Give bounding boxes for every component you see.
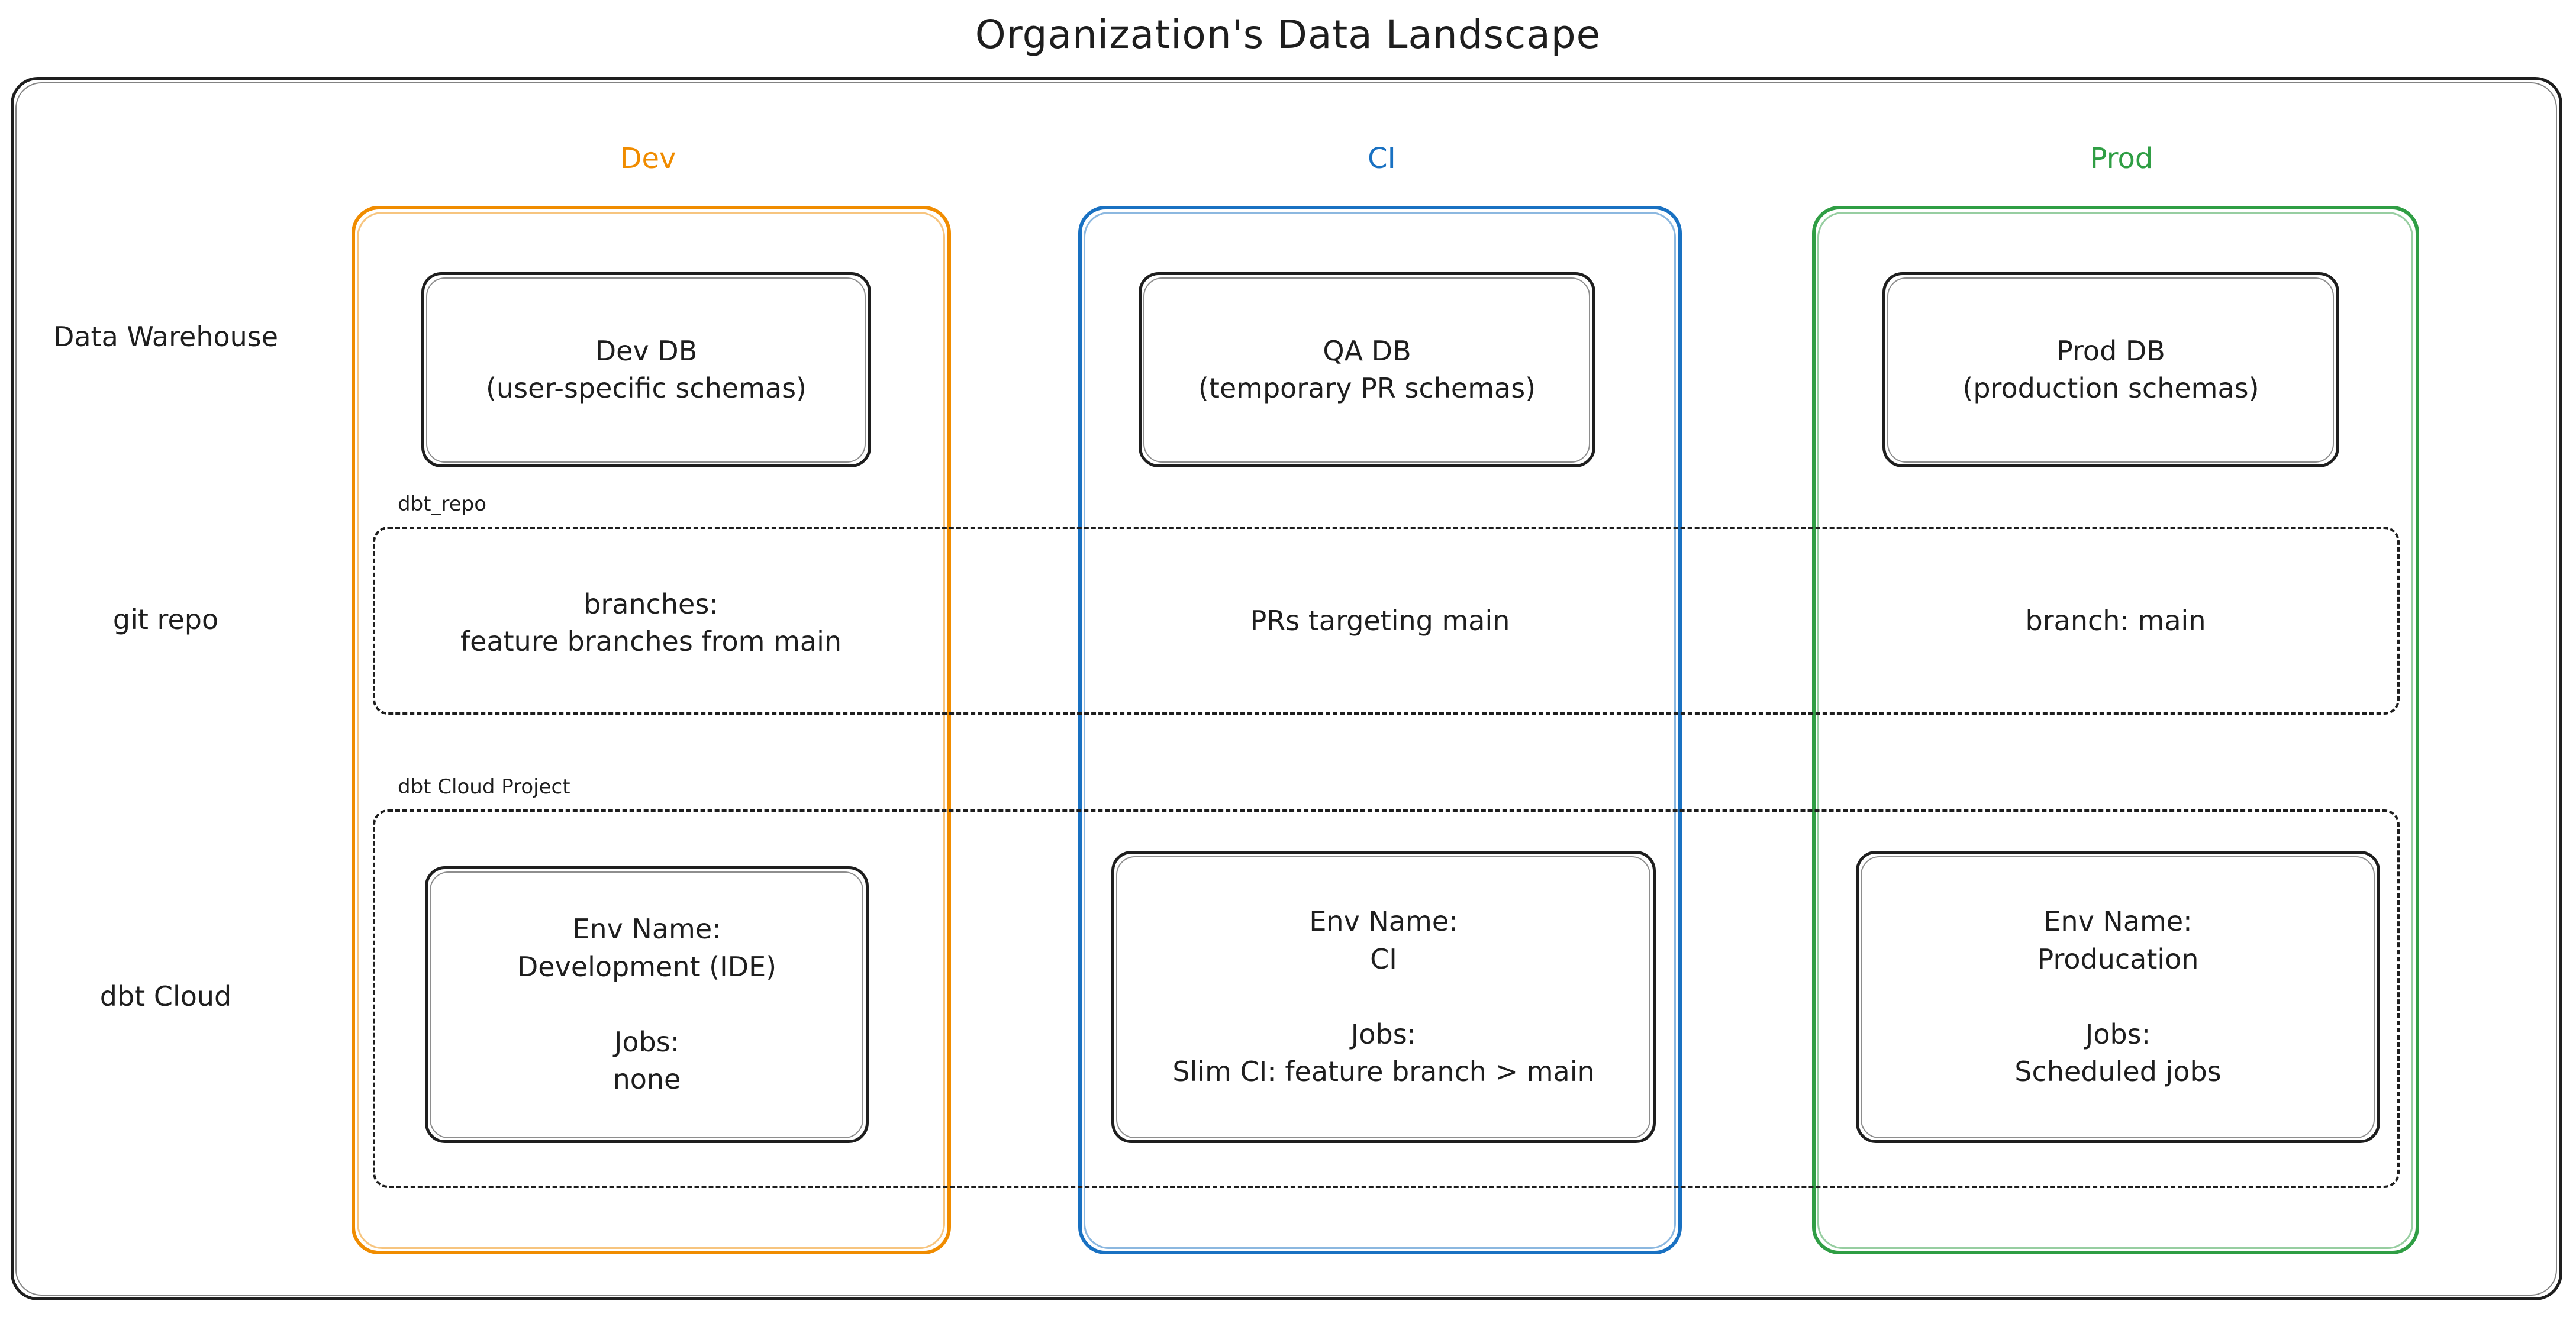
row-label-data-warehouse: Data Warehouse	[53, 321, 279, 353]
node-dbt-cloud-ci-env-label: Env Name: CI Jobs: Slim CI: feature bran…	[1172, 905, 1595, 1088]
node-dbt-cloud-ci-env: Env Name: CI Jobs: Slim CI: feature bran…	[1111, 851, 1656, 1143]
node-dbt-cloud-dev-env: Env Name: Development (IDE) Jobs: none	[425, 866, 869, 1143]
row-label-git-repo: git repo	[112, 603, 219, 635]
node-dev-db-label: Dev DB (user-specific schemas)	[486, 334, 807, 404]
node-dbt-cloud-dev-env-label: Env Name: Development (IDE) Jobs: none	[517, 913, 777, 1096]
node-prod-db-label: Prod DB (production schemas)	[1962, 334, 2259, 404]
git-repo-dev-text: branches: feature branches from main	[460, 588, 842, 658]
env-column-dev	[352, 206, 951, 1254]
node-qa-db-label: QA DB (temporary PR schemas)	[1198, 334, 1536, 404]
page-title: Organization's Data Landscape	[975, 12, 1601, 57]
node-dbt-cloud-prod-env-label: Env Name: Producation Jobs: Scheduled jo…	[2014, 905, 2222, 1088]
group-dbt-cloud-project: dbt Cloud Project	[373, 775, 2400, 1188]
group-label-dbt-repo: dbt_repo	[393, 492, 492, 516]
group-dbt-repo: dbt_repo	[373, 492, 2400, 715]
column-header-dev: Dev	[620, 142, 676, 175]
node-dev-db: Dev DB (user-specific schemas)	[421, 272, 871, 467]
env-column-prod	[1812, 206, 2419, 1254]
env-column-ci	[1078, 206, 1682, 1254]
column-header-prod: Prod	[2090, 142, 2153, 175]
diagram-outer-frame	[11, 77, 2562, 1300]
row-label-dbt-cloud: dbt Cloud	[99, 980, 232, 1012]
git-repo-ci-text: PRs targeting main	[1250, 605, 1510, 637]
node-qa-db: QA DB (temporary PR schemas)	[1139, 272, 1595, 467]
node-dbt-cloud-prod-env: Env Name: Producation Jobs: Scheduled jo…	[1856, 851, 2380, 1143]
git-repo-prod-text: branch: main	[2025, 605, 2206, 637]
column-header-ci: CI	[1368, 142, 1396, 175]
node-prod-db: Prod DB (production schemas)	[1882, 272, 2339, 467]
group-label-dbt-cloud-project: dbt Cloud Project	[393, 775, 575, 799]
